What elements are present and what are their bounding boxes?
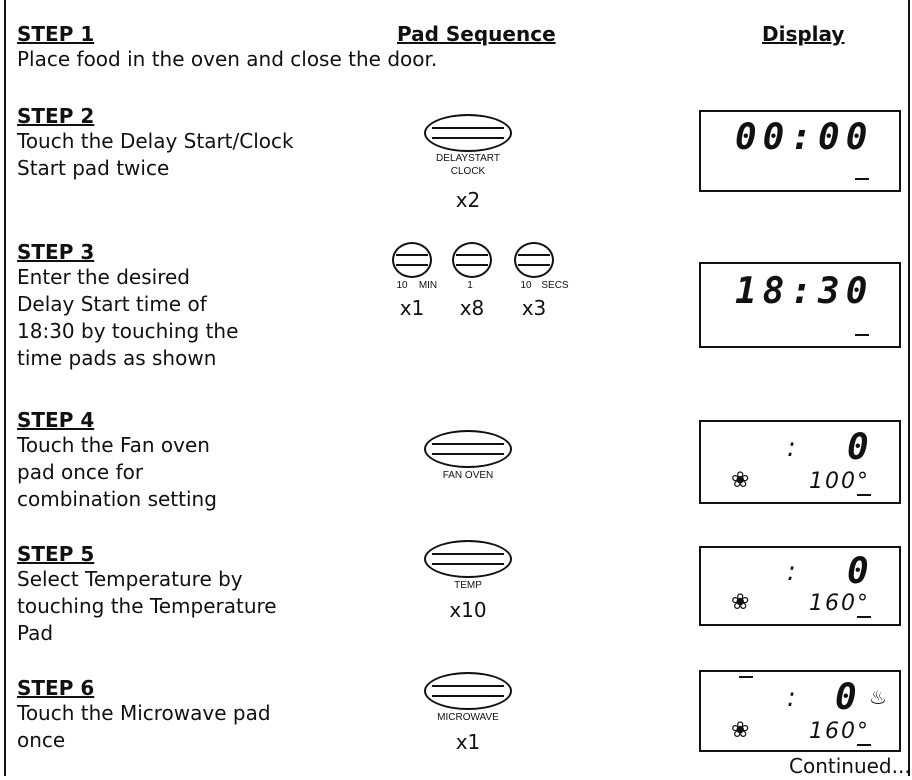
- page-frame: [4, 0, 910, 776]
- step-4-line-1: Touch the Fan oven: [17, 433, 210, 457]
- fan-icon: ❀: [731, 718, 750, 743]
- display-step-2-time: 00:00: [735, 117, 874, 158]
- pad-sequence-header: Pad Sequence: [397, 22, 556, 46]
- display-step-6-temp: 160°: [809, 719, 870, 744]
- step-3-line-2: Delay Start time of: [17, 292, 207, 316]
- pad-label-fan-oven: FAN OVEN: [442, 470, 494, 481]
- display-cursor: [857, 744, 871, 746]
- microwave-pad[interactable]: [424, 672, 512, 710]
- pad-label-secs: SECS: [541, 280, 569, 291]
- display-step-4-main: 0: [847, 427, 875, 468]
- step-3-line-1: Enter the desired: [17, 265, 190, 289]
- step-6-line-1: Touch the Microwave pad: [17, 701, 271, 725]
- pad-label-10-secs: 10: [520, 280, 532, 291]
- step-3-label: STEP 3: [17, 240, 95, 264]
- temp-pad[interactable]: [424, 540, 512, 578]
- microwave-wave-icon: ♨: [869, 685, 887, 709]
- display-step-4-temp: 100°: [809, 469, 870, 494]
- step-4-line-3: combination setting: [17, 487, 217, 511]
- step-3-multiplier-2: x8: [459, 296, 485, 320]
- step-2-line-1: Touch the Delay Start/Clock: [17, 129, 294, 153]
- pad-label-min: MIN: [418, 280, 438, 291]
- display-header: Display: [762, 22, 845, 46]
- step-1-text: Place food in the oven and close the doo…: [17, 47, 438, 71]
- display-step-6: : 0 ♨ ❀ 160°: [699, 670, 901, 752]
- display-colon: :: [787, 683, 796, 713]
- display-step-5: : 0 ❀ 160°: [699, 546, 901, 626]
- step-6-label: STEP 6: [17, 676, 95, 700]
- display-step-5-temp: 160°: [809, 591, 870, 616]
- display-step-2: 00:00: [699, 110, 901, 192]
- pad-label-delaystart: DELAYSTART: [436, 153, 500, 164]
- pad-label-temp: TEMP: [454, 580, 482, 591]
- step-5-multiplier: x10: [449, 598, 487, 622]
- display-colon: :: [787, 557, 796, 587]
- pad-label-10-min: 10: [396, 280, 408, 291]
- step-6-multiplier: x1: [455, 730, 481, 754]
- step-6-line-2: once: [17, 728, 66, 752]
- step-1-label: STEP 1: [17, 22, 95, 46]
- display-cursor: [855, 334, 869, 336]
- display-colon: :: [787, 433, 796, 463]
- display-step-3: 18:30: [699, 262, 901, 348]
- display-step-3-time: 18:30: [735, 271, 874, 312]
- pad-label-clock: CLOCK: [450, 166, 486, 177]
- step-4-line-2: pad once for: [17, 460, 144, 484]
- step-3-multiplier-1: x1: [399, 296, 425, 320]
- step-2-multiplier: x2: [455, 188, 481, 212]
- fan-icon: ❀: [731, 468, 750, 493]
- step-5-line-1: Select Temperature by: [17, 567, 243, 591]
- display-step-5-main: 0: [847, 551, 875, 592]
- step-4-label: STEP 4: [17, 408, 95, 432]
- display-top-cursor: [739, 676, 753, 678]
- pad-label-1: 1: [467, 280, 473, 291]
- step-5-line-2: touching the Temperature: [17, 594, 277, 618]
- step-3-multiplier-3: x3: [521, 296, 547, 320]
- step-2-label: STEP 2: [17, 104, 95, 128]
- display-cursor: [857, 494, 871, 496]
- continued-note: Continued...: [789, 754, 911, 778]
- one-min-pad[interactable]: [452, 242, 492, 278]
- display-step-6-main: 0: [835, 677, 863, 718]
- fan-icon: ❀: [731, 590, 750, 615]
- display-step-4: : 0 ❀ 100°: [699, 420, 901, 504]
- ten-secs-pad[interactable]: [514, 242, 554, 278]
- display-cursor: [857, 616, 871, 618]
- step-3-line-4: time pads as shown: [17, 346, 217, 370]
- step-3-line-3: 18:30 by touching the: [17, 319, 239, 343]
- step-5-label: STEP 5: [17, 542, 95, 566]
- pad-label-microwave: MICROWAVE: [437, 712, 499, 723]
- display-cursor: [855, 178, 869, 180]
- ten-min-pad[interactable]: [392, 242, 432, 278]
- delay-start-clock-pad[interactable]: [424, 114, 512, 152]
- fan-oven-pad[interactable]: [424, 430, 512, 468]
- step-5-line-3: Pad: [17, 621, 54, 645]
- step-2-line-2: Start pad twice: [17, 156, 170, 180]
